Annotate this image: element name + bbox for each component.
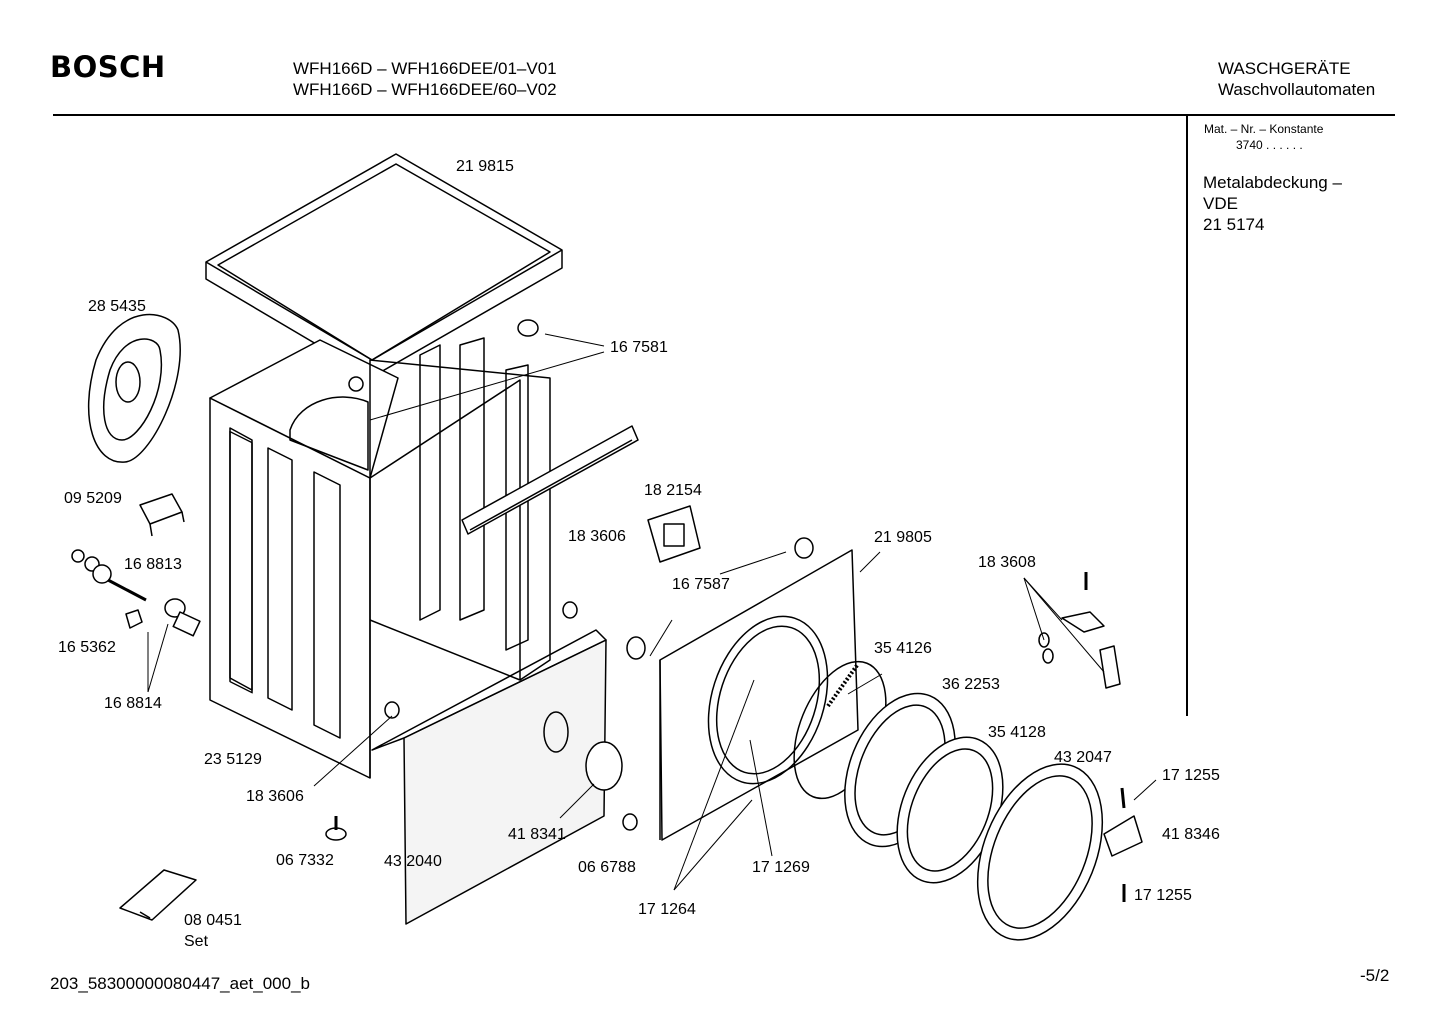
part-label-219815: 21 9815 <box>456 158 514 175</box>
part-label-235129: 23 5129 <box>204 751 262 768</box>
sidebar-divider <box>1186 116 1188 716</box>
clips-drawing <box>384 319 814 719</box>
page-number: -5/2 <box>1360 966 1390 985</box>
door-lock-drawing <box>647 505 701 563</box>
front-panel-drawing <box>659 549 859 841</box>
header-divider <box>53 114 1395 116</box>
part-label-418341: 41 8341 <box>508 826 566 843</box>
part-label-168814: 16 8814 <box>104 695 162 712</box>
part-label-171255-b: 17 1255 <box>1134 887 1192 904</box>
plinth-panel-drawing <box>371 629 607 925</box>
part-label-067332: 06 7332 <box>276 852 334 869</box>
category-line-1: WASCHGERÄTE <box>1218 59 1351 78</box>
part-label-285435: 28 5435 <box>88 298 146 315</box>
part-label-432040: 43 2040 <box>384 853 442 870</box>
category-title: WASCHGERÄTE Waschvollautomaten <box>1218 58 1375 100</box>
part-label-354128: 35 4128 <box>988 724 1046 741</box>
part-label-165362: 16 5362 <box>58 639 116 656</box>
document-id: 203_58300000080447_aet_000_b <box>50 974 310 993</box>
cabinet-drawing <box>209 337 551 779</box>
part-label-066788: 06 6788 <box>578 859 636 876</box>
part-label-080451: 08 0451 <box>184 912 242 929</box>
pump-cap-drawing <box>585 741 623 791</box>
screws-feet-drawing <box>71 549 201 637</box>
part-label-432047: 43 2047 <box>1054 749 1112 766</box>
part-label-167581: 16 7581 <box>610 339 668 356</box>
cross-rail-drawing <box>461 425 639 535</box>
top-cover-drawing <box>205 153 563 378</box>
note-line-1: Metalabdeckung – <box>1203 173 1342 192</box>
sidebar-note: Metalabdeckung – VDE 21 5174 <box>1203 172 1342 235</box>
part-label-167587: 16 7587 <box>672 576 730 593</box>
model-line-1: WFH166D – WFH166DEE/01–V01 <box>293 59 557 78</box>
hinge-parts-drawing <box>1038 572 1143 902</box>
note-line-2: VDE <box>1203 194 1238 213</box>
part-label-183608: 18 3608 <box>978 554 1036 571</box>
bracket-drawing <box>139 493 185 537</box>
leader-lines <box>147 333 1157 891</box>
part-label-183606-b: 18 3606 <box>246 788 304 805</box>
transport-set-drawing <box>119 869 197 921</box>
category-line-2: Waschvollautomaten <box>1218 80 1376 99</box>
mat-number-value: 3740 . . . . . . <box>1236 138 1303 152</box>
part-label-168813: 16 8813 <box>124 556 182 573</box>
part-label-set: Set <box>184 933 209 950</box>
door-rings-drawing <box>844 692 1104 941</box>
leveling-foot-drawing <box>325 813 638 841</box>
part-label-183606-a: 18 3606 <box>568 528 626 545</box>
model-title: WFH166D – WFH166DEE/01–V01 WFH166D – WFH… <box>293 58 557 100</box>
part-label-171269: 17 1269 <box>752 859 810 876</box>
part-label-362253: 36 2253 <box>942 676 1000 693</box>
part-label-095209: 09 5209 <box>64 490 122 507</box>
part-label-171255-a: 17 1255 <box>1162 767 1220 784</box>
mat-number-label: Mat. – Nr. – Konstante <box>1204 122 1324 136</box>
brand-logo: BOSCH <box>50 50 166 84</box>
part-label-182154: 18 2154 <box>644 482 702 499</box>
model-line-2: WFH166D – WFH166DEE/60–V02 <box>293 80 557 99</box>
part-label-418346: 41 8346 <box>1162 826 1220 843</box>
part-label-219805: 21 9805 <box>874 529 932 546</box>
note-line-3: 21 5174 <box>1203 215 1265 234</box>
part-label-171264: 17 1264 <box>638 901 696 918</box>
rear-cover-drawing <box>87 313 181 463</box>
part-label-354126: 35 4126 <box>874 640 932 657</box>
